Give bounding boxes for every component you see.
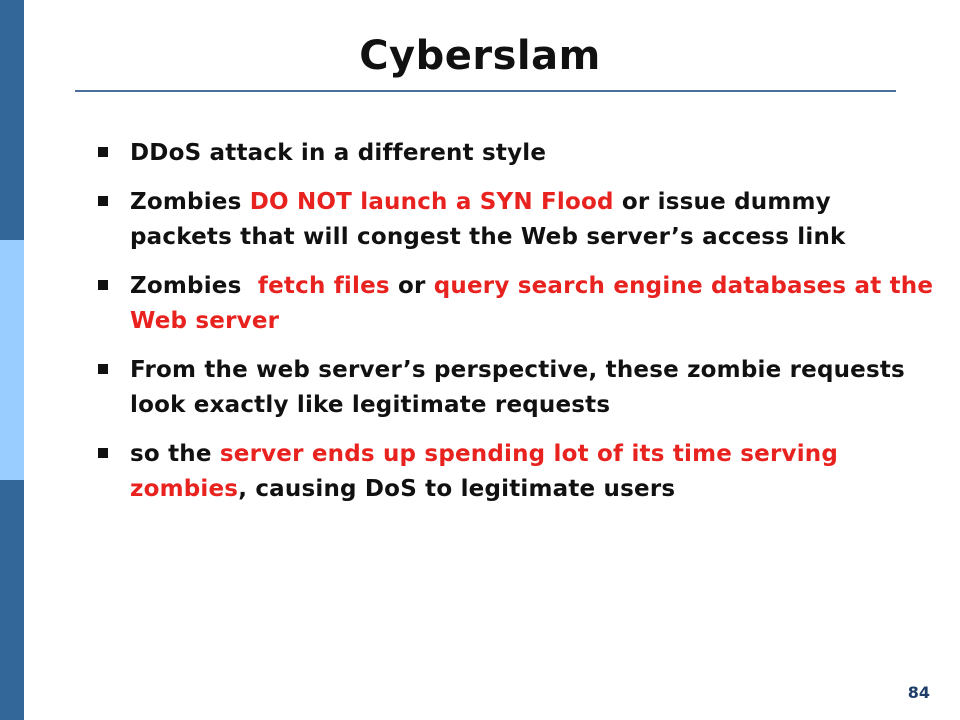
left-accent-bar: [0, 0, 24, 720]
bullet-item: From the web server’s perspective, these…: [90, 353, 936, 423]
bullet-text: From the web server’s perspective, these…: [130, 357, 905, 418]
bullet-segment: DDoS attack in a different style: [130, 140, 547, 166]
bullet-text: Zombies fetch files or query search engi…: [130, 273, 941, 334]
square-bullet-icon: [98, 196, 108, 206]
accent-bar-middle: [0, 240, 24, 480]
highlighted-segment: query search engine databases at the Web…: [130, 273, 942, 334]
bullet-item: Zombies fetch files or query search engi…: [90, 269, 936, 339]
page-number: 84: [907, 683, 930, 702]
bullet-item: so the server ends up spending lot of it…: [90, 437, 936, 507]
accent-bar-bottom: [0, 480, 24, 720]
bullet-segment: so the: [130, 441, 220, 467]
slide-title: Cyberslam: [359, 33, 601, 79]
square-bullet-icon: [98, 280, 108, 290]
bullet-item: Zombies DO NOT launch a SYN Flood or iss…: [90, 185, 936, 255]
square-bullet-icon: [98, 364, 108, 374]
accent-bar-top: [0, 0, 24, 240]
bullet-segment: , causing DoS to legitimate users: [238, 476, 676, 502]
highlighted-segment: server ends up spending lot of its time …: [130, 441, 839, 502]
title-underline: [75, 90, 896, 92]
bullet-text: DDoS attack in a different style: [130, 140, 546, 166]
bullet-segment: Zombies: [130, 273, 258, 299]
highlighted-segment: DO NOT launch a SYN Flood: [249, 189, 614, 215]
bullet-list: DDoS attack in a different style Zombies…: [90, 136, 936, 521]
bullet-text: Zombies DO NOT launch a SYN Flood or iss…: [130, 189, 846, 250]
bullet-item: DDoS attack in a different style: [90, 136, 936, 171]
bullet-segment: Zombies: [130, 189, 250, 215]
square-bullet-icon: [98, 147, 108, 157]
square-bullet-icon: [98, 448, 108, 458]
bullet-segment: From the web server’s perspective, these…: [130, 357, 905, 418]
highlighted-segment: fetch files: [257, 273, 390, 299]
bullet-segment: or issue dummy packets that will congest…: [130, 189, 846, 250]
bullet-text: so the server ends up spending lot of it…: [130, 441, 838, 502]
bullet-segment: or: [389, 273, 434, 299]
